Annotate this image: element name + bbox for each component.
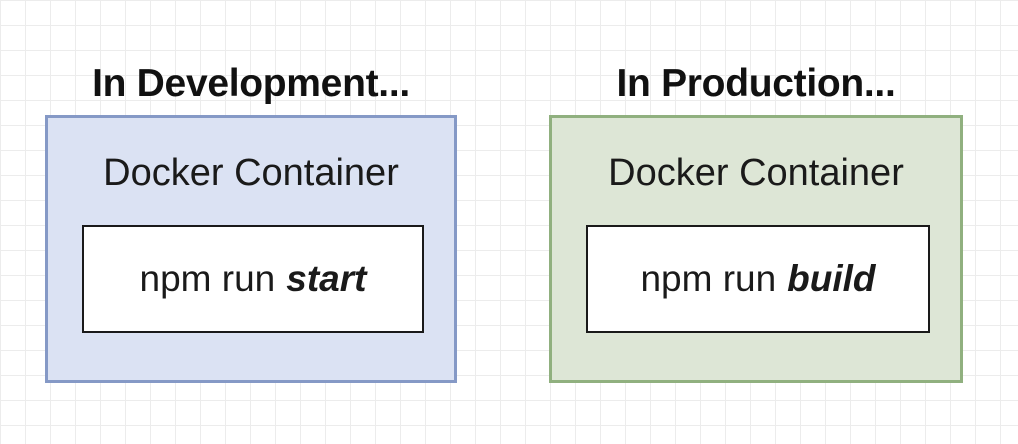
production-script: build [787,258,876,299]
development-script: start [286,258,367,299]
development-title: In Development... [92,62,410,105]
production-command-box: npm run build [586,225,930,333]
development-command: npm run [139,258,276,299]
production-docker-container: Docker Container npm run build [549,115,963,383]
development-docker-container: Docker Container npm run start [45,115,457,383]
production-title: In Production... [616,62,896,105]
development-command-box: npm run start [82,225,424,333]
development-container-label: Docker Container [103,152,399,194]
production-command: npm run [640,258,777,299]
production-container-label: Docker Container [608,152,904,194]
